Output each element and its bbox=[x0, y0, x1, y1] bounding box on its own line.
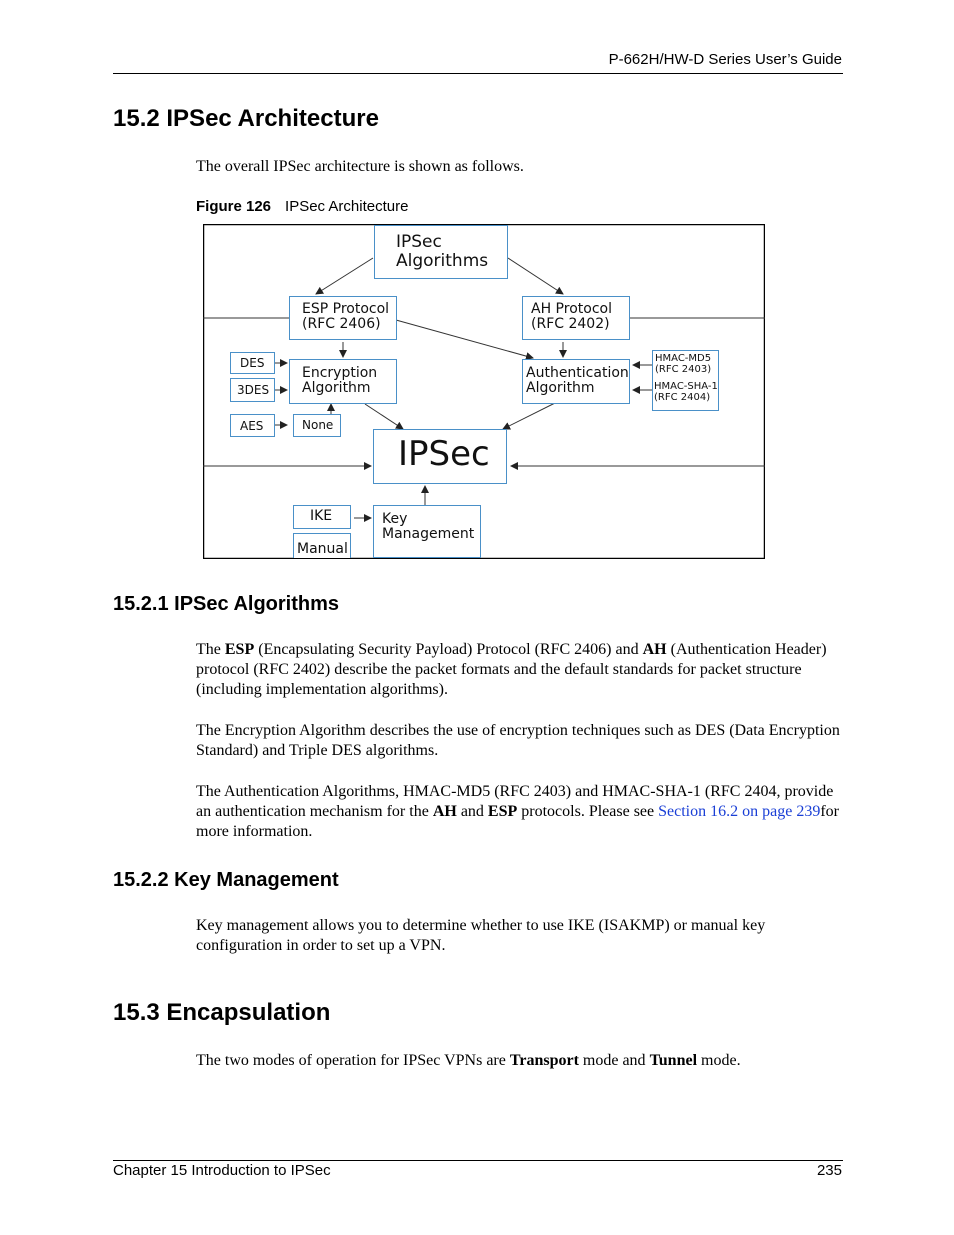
algorithms-paragraph-3: The Authentication Algorithms, HMAC-MD5 … bbox=[196, 782, 844, 842]
esp-protocol-box: ESP Protocol (RFC 2406) bbox=[289, 296, 397, 340]
algorithms-paragraph-1: The ESP (Encapsulating Security Payload)… bbox=[196, 640, 844, 700]
key-management-label: Key Management bbox=[382, 511, 475, 543]
section-title-15-3: 15.3 Encapsulation bbox=[113, 999, 331, 1026]
ipsec-architecture-diagram: IPSec Algorithms ESP Protocol (RFC 2406)… bbox=[203, 224, 765, 559]
figure-label: Figure 126 bbox=[196, 198, 272, 215]
ipsec-algorithms-box: IPSec Algorithms bbox=[374, 225, 508, 279]
header-rule bbox=[113, 73, 843, 74]
ike-label: IKE bbox=[310, 508, 333, 524]
encryption-algorithm-label: Encryption Algorithm bbox=[302, 365, 378, 397]
hmac-box: HMAC-MD5 (RFC 2403) HMAC-SHA-1 (RFC 2404… bbox=[652, 350, 719, 411]
bold-ah: AH bbox=[642, 641, 667, 658]
section-16-2-link[interactable]: Section 16.2 on page 239 bbox=[658, 803, 821, 820]
esp-protocol-label: ESP Protocol (RFC 2406) bbox=[302, 301, 390, 333]
text-span: (Authentication Header) protocol (RFC 24… bbox=[196, 641, 827, 698]
section-title-15-2: 15.2 IPSec Architecture bbox=[113, 105, 379, 132]
figure-title: IPSec Architecture bbox=[285, 198, 409, 215]
encapsulation-paragraph: The two modes of operation for IPSec VPN… bbox=[196, 1051, 844, 1071]
bold-tunnel: Tunnel bbox=[649, 1052, 698, 1069]
encryption-text: The Encryption Algorithm describes the u… bbox=[196, 722, 840, 759]
ipsec-algorithms-label: IPSec Algorithms bbox=[396, 232, 489, 271]
diagram-connectors bbox=[203, 224, 765, 559]
hmac-sha1-label: HMAC-SHA-1 (RFC 2404) bbox=[654, 381, 718, 403]
text-span: The bbox=[196, 641, 225, 658]
authentication-algorithm-box: Authentication Algorithm bbox=[522, 359, 630, 404]
intro-text: The overall IPSec architecture is shown … bbox=[196, 158, 524, 175]
ah-protocol-label: AH Protocol (RFC 2402) bbox=[531, 301, 612, 333]
hmac-md5-label: HMAC-MD5 (RFC 2403) bbox=[655, 353, 712, 375]
3des-label: 3DES bbox=[237, 383, 270, 397]
text-span: and bbox=[456, 803, 488, 820]
section-title-15-2-2: 15.2.2 Key Management bbox=[113, 869, 339, 891]
text-span: protocols. Please see bbox=[517, 803, 659, 820]
bold-esp: ESP bbox=[224, 641, 255, 658]
section-title-15-2-1: 15.2.1 IPSec Algorithms bbox=[113, 593, 340, 615]
3des-box: 3DES bbox=[230, 378, 275, 402]
manual-box: Manual bbox=[293, 533, 351, 558]
ah-protocol-box: AH Protocol (RFC 2402) bbox=[522, 296, 630, 340]
intro-paragraph: The overall IPSec architecture is shown … bbox=[196, 157, 844, 177]
encryption-algorithm-box: Encryption Algorithm bbox=[289, 359, 397, 404]
footer-page-number: 235 bbox=[816, 1162, 842, 1179]
none-box: None bbox=[293, 414, 341, 437]
aes-box: AES bbox=[230, 414, 275, 437]
text-span: for more information. bbox=[196, 803, 839, 840]
aes-label: AES bbox=[240, 419, 264, 433]
ipsec-box: IPSec bbox=[373, 429, 507, 484]
key-management-box: Key Management bbox=[373, 505, 481, 558]
manual-label: Manual bbox=[297, 541, 348, 557]
bold-ah: AH bbox=[432, 803, 457, 820]
footer-chapter: Chapter 15 Introduction to IPSec bbox=[113, 1162, 331, 1179]
running-header: P-662H/HW-D Series User’s Guide bbox=[608, 51, 842, 68]
text-span: mode and bbox=[578, 1052, 650, 1069]
ike-box: IKE bbox=[293, 505, 351, 529]
text-span: mode. bbox=[697, 1052, 741, 1069]
authentication-algorithm-label: Authentication Algorithm bbox=[526, 365, 629, 397]
key-management-paragraph: Key management allows you to determine w… bbox=[196, 916, 844, 956]
des-box: DES bbox=[230, 352, 275, 374]
ipsec-label: IPSec bbox=[398, 434, 490, 474]
algorithms-paragraph-2: The Encryption Algorithm describes the u… bbox=[196, 721, 844, 761]
des-label: DES bbox=[240, 356, 265, 370]
key-management-text: Key management allows you to determine w… bbox=[196, 917, 766, 954]
bold-esp: ESP bbox=[487, 803, 518, 820]
footer-rule bbox=[113, 1160, 843, 1161]
none-label: None bbox=[302, 418, 334, 432]
figure-caption: Figure 126 IPSec Architecture bbox=[196, 198, 408, 215]
bold-transport: Transport bbox=[509, 1052, 579, 1069]
text-span: The Authentication Algorithms, HMAC-MD5 … bbox=[196, 783, 834, 820]
text-span: The two modes of operation for IPSec VPN… bbox=[196, 1052, 510, 1069]
text-span: (Encapsulating Security Payload) Protoco… bbox=[254, 641, 643, 658]
